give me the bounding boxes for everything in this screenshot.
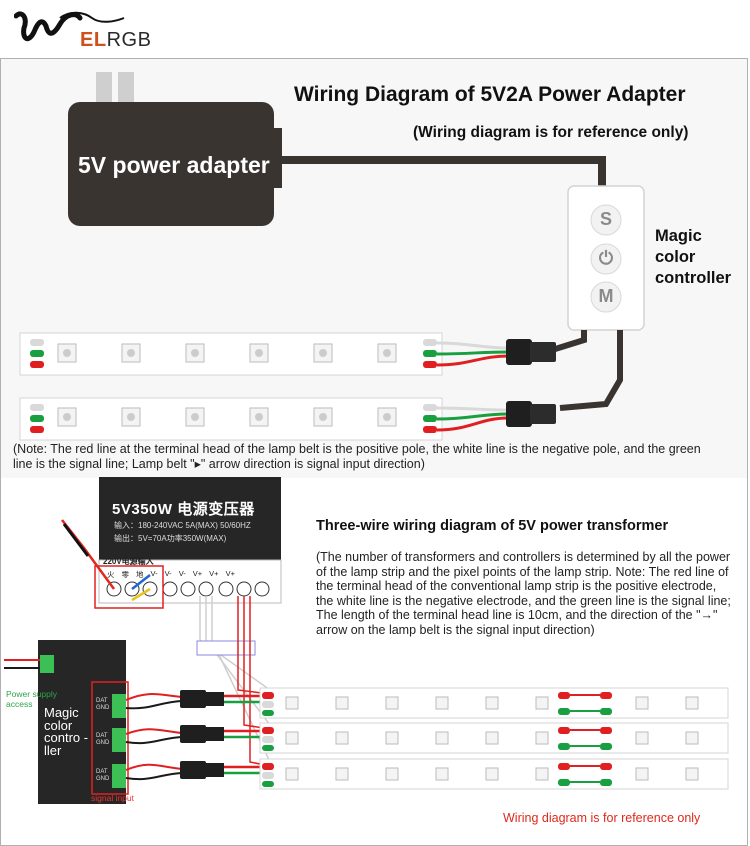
led-strip-top-2	[19, 397, 443, 441]
terminal-v-plus-2: V+	[209, 569, 219, 578]
mains-wires	[61, 519, 151, 602]
bottom-title: Three-wire wiring diagram of 5V power tr…	[316, 518, 669, 534]
terminal-labels: 火 零 地 V- V- V- V+ V+ V+	[107, 569, 272, 580]
power-access-wires	[4, 659, 40, 669]
logo-el: EL	[80, 29, 107, 51]
terminal-v-plus-1: V+	[192, 569, 203, 578]
footnote: Wiring diagram is for reference only	[503, 811, 701, 825]
mains-input-label: 220V电源输入	[103, 557, 154, 566]
top-subtitle: (Wiring diagram is for reference only)	[413, 124, 689, 141]
signal-input-label: signal input	[91, 793, 135, 803]
controller-label: Magic color controller	[655, 227, 732, 287]
controller-output-cable	[559, 330, 623, 411]
bottom-jst-connectors	[180, 690, 224, 779]
transformer-model: 5V350W 电源变压器	[112, 501, 255, 518]
power-transformer	[98, 477, 282, 604]
terminal-v-plus-3: V+	[225, 569, 235, 578]
mains-input-box	[94, 565, 164, 609]
magic-color-controller	[567, 185, 645, 331]
s-button-label: S	[599, 209, 612, 229]
top-title: Wiring Diagram of 5V2A Power Adapter	[294, 83, 686, 106]
terminal-v-minus-1: V-	[150, 569, 158, 578]
transformer-input-spec: 输入：180-240VAC 5A(MAX) 50/60HZ	[114, 521, 251, 530]
terminal-live: 火	[107, 570, 115, 579]
connector-to-strip-wires	[224, 694, 262, 775]
bottom-description: (The number of transformers and controll…	[316, 550, 731, 637]
terminal-v-minus-3: V-	[178, 569, 186, 578]
power-adapter	[68, 72, 282, 226]
terminal-v-minus-2: V-	[164, 569, 172, 578]
magic-color-controller-bottom	[38, 640, 129, 804]
top-note: (Note: The red line at the terminal head…	[13, 442, 701, 471]
top-jst-connectors	[506, 339, 556, 427]
top-strip-wires	[436, 341, 509, 432]
power-supply-access-label: Power supply access	[6, 689, 58, 709]
bottom-controller-label: Magic color contro -ller	[44, 705, 89, 758]
logo-rgb: RGB	[106, 29, 152, 51]
led-strip-top-1	[19, 332, 443, 376]
terminal-ground: 地	[136, 570, 144, 579]
elrgb-logo	[14, 11, 125, 42]
logo-wordmark: ELRGB	[80, 29, 151, 52]
adapter-cable	[282, 156, 606, 188]
adapter-label: 5V power adapter	[78, 152, 270, 178]
signal-wires	[125, 693, 183, 781]
power-icon: ⏻	[598, 248, 614, 268]
m-button-label: M	[598, 286, 614, 306]
terminal-neutral: 零	[121, 570, 130, 579]
led-strips-bottom	[259, 687, 729, 790]
transformer-output-spec: 输出：5V=70A功率350W(MAX)	[114, 534, 227, 543]
